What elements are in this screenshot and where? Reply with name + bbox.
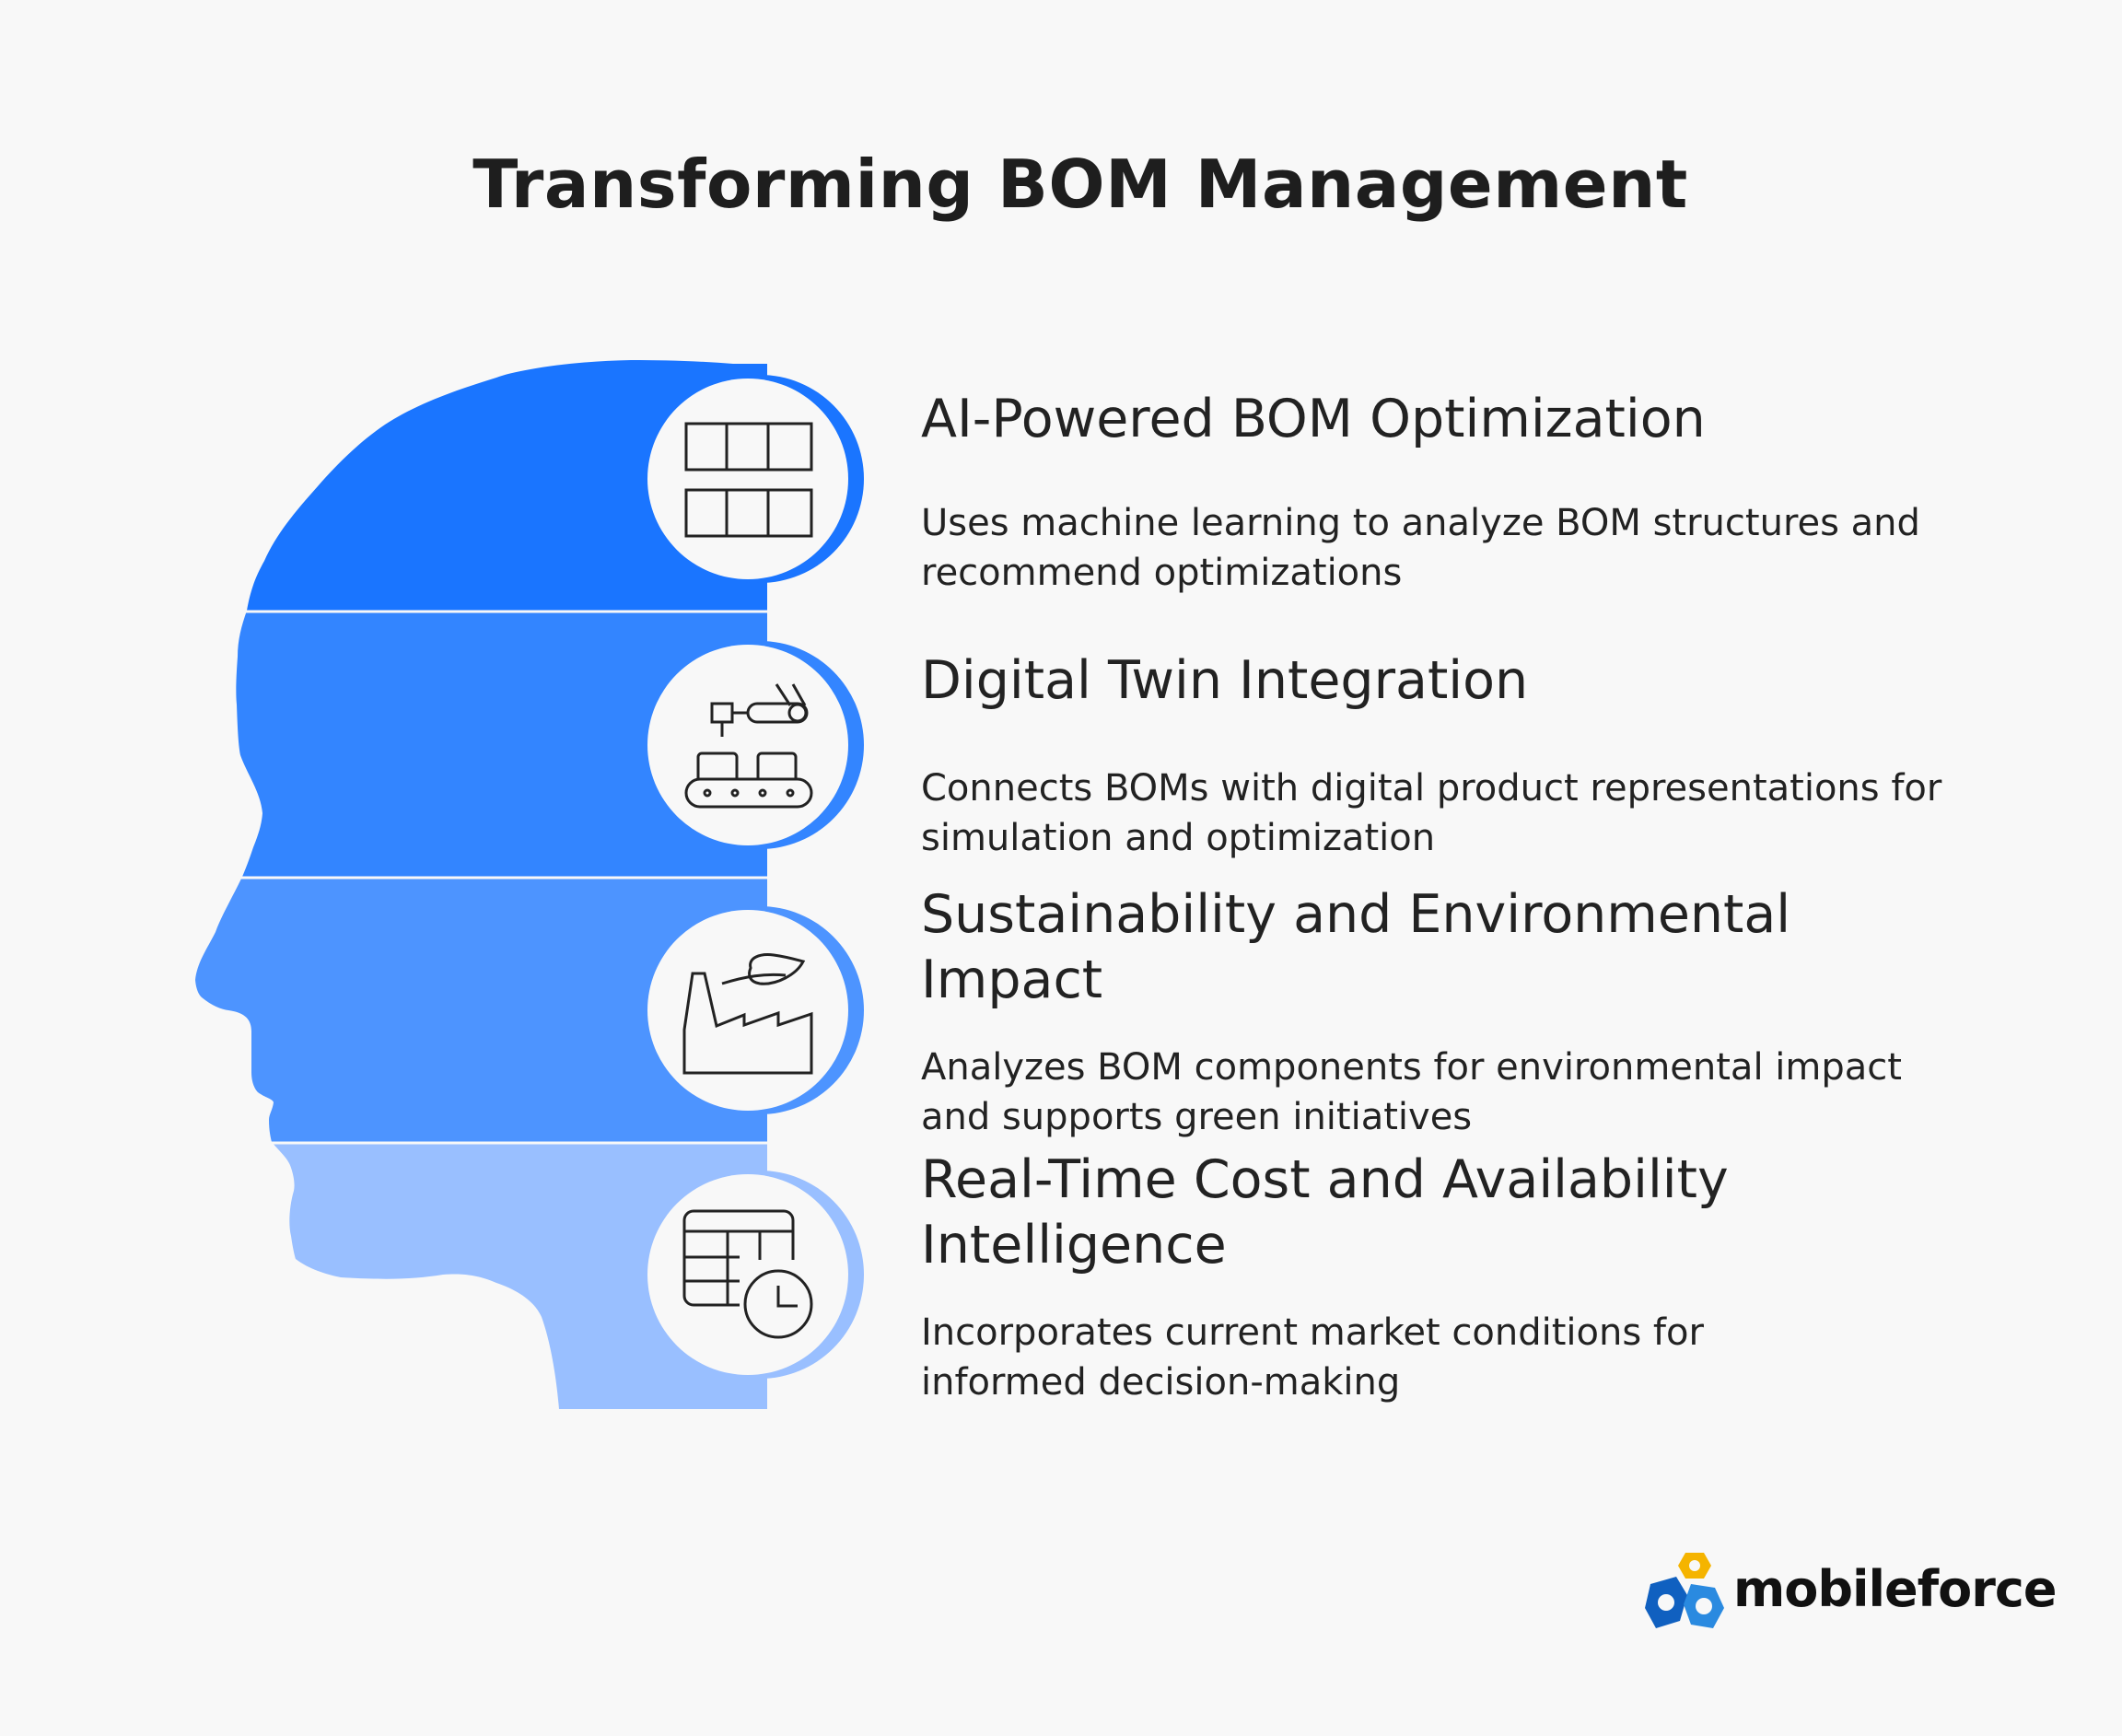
factory-leaf-icon: [682, 953, 813, 1075]
icon-circle-4: [647, 1171, 864, 1379]
mobileforce-logo: mobileforce: [1641, 1547, 2058, 1639]
item-heading: Sustainability and Environmental Impact: [921, 884, 1791, 1010]
item-description: Uses machine learning to analyze BOM str…: [921, 502, 1920, 594]
page-title: Transforming BOM Management: [472, 146, 1688, 223]
logo-hexagons-icon: [1645, 1553, 1724, 1628]
item-description: Incorporates current market conditions f…: [921, 1311, 1704, 1404]
item-ai-bom-optimization: AI-Powered BOM Optimization Uses machine…: [921, 387, 2026, 598]
icon-circle-1: [647, 375, 864, 583]
table-clock-icon: [682, 1209, 813, 1339]
grid-blocks-icon: [684, 422, 813, 538]
icon-circle-2: [647, 641, 864, 849]
item-description: Connects BOMs with digital product repre…: [921, 767, 1942, 859]
conveyor-robot-icon: [684, 683, 813, 809]
item-digital-twin: Digital Twin Integration Connects BOMs w…: [921, 648, 2026, 863]
item-heading: AI-Powered BOM Optimization: [921, 389, 1706, 449]
item-description: Analyzes BOM components for environmenta…: [921, 1046, 1902, 1138]
item-heading: Digital Twin Integration: [921, 650, 1529, 711]
item-sustainability: Sustainability and Environmental Impact …: [921, 882, 1980, 1142]
icon-circle-3: [647, 906, 864, 1114]
item-realtime-cost: Real-Time Cost and Availability Intellig…: [921, 1148, 1842, 1407]
item-heading: Real-Time Cost and Availability Intellig…: [921, 1149, 1729, 1276]
logo-text: mobileforce: [1733, 1560, 2058, 1618]
